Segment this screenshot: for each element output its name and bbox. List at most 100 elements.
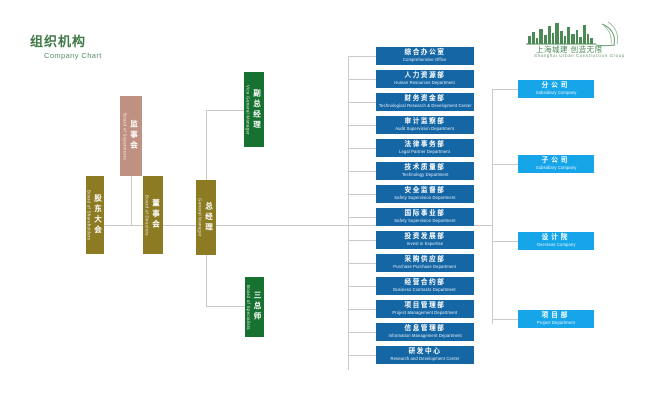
connector-gm-riser: [206, 110, 207, 226]
connector-department-stub: [348, 332, 376, 333]
skyline-icon: [526, 21, 618, 47]
connector-department-stub: [348, 217, 376, 218]
node-label-cn: 法律事务部: [404, 140, 446, 148]
connector-department-spine: [348, 57, 349, 370]
node-label-en: Audit Supervision Department: [395, 126, 455, 132]
connector-department-stub: [348, 125, 376, 126]
node-general-manager[interactable]: 总经理 General Manager: [196, 180, 216, 255]
connector-department-stub: [348, 148, 376, 149]
node-label-en: Safety Supervision Department: [394, 218, 456, 224]
connector-gm-down: [206, 225, 207, 306]
connector-department-stub: [348, 171, 376, 172]
node-label-en: Human Resources Department: [394, 80, 456, 86]
node-label-cn: 财务资金部: [404, 94, 446, 102]
connector-main-bus: [103, 225, 348, 226]
company-skyline-logo: 上海城建 创造无限 Shanghai Urban Construction Gr…: [520, 18, 640, 62]
node-label-en: Project Management Department: [392, 310, 458, 316]
node-label-cn: 安全监督部: [404, 186, 446, 194]
connector-department-stub: [348, 79, 376, 80]
node-label-cn: 信息管理部: [404, 324, 446, 332]
node-label-cn: 采购供应部: [404, 255, 446, 263]
connector-subsidiary-stub: [492, 89, 518, 90]
node-label-cn: 人力资源部: [404, 71, 446, 79]
node-label-cn: 副总经理: [252, 88, 262, 131]
node-label-cn: 股东大会: [93, 194, 103, 236]
connector-department-stub: [348, 263, 376, 264]
connector-subsidiary-stub: [492, 241, 518, 242]
node-label-en: Technology Department: [401, 172, 449, 178]
node-board-of-directors[interactable]: 董事会 Board of Directors: [143, 176, 163, 254]
connector-vice-gm: [206, 110, 246, 111]
connector-subsidiary-spine: [492, 89, 493, 324]
node-three-chief-engineers[interactable]: 三总师 Board of Specialists: [245, 277, 264, 337]
node-label-cn: 综合办公室: [404, 48, 446, 56]
node-label-cn: 投资发展部: [404, 232, 446, 240]
connector-department-stub: [348, 240, 376, 241]
node-label-cn: 审计监察部: [404, 117, 446, 125]
node-label-en: Overseas Company: [536, 242, 576, 248]
node-label-cn: 设计院: [541, 233, 571, 241]
node-label-en: Board of Specialists: [246, 284, 251, 330]
node-board-of-supervisors[interactable]: 监事会 Board of Supervisors: [120, 96, 142, 176]
node-label-cn: 国际事业部: [404, 209, 446, 217]
page-title: 组织机构 Company Chart: [30, 34, 102, 60]
connector-department-stub: [348, 56, 376, 57]
node-label-cn: 技术质量部: [404, 163, 446, 171]
node-label-en: Comprehensive Office: [403, 57, 447, 63]
node-label-en: Subsidiary Company: [535, 90, 577, 96]
node-label-en: Project Department: [536, 320, 576, 326]
connector-department-stub: [348, 309, 376, 310]
node-label-cn: 董事会: [151, 199, 161, 231]
page-title-cn: 组织机构: [30, 34, 87, 49]
node-label-en: Legal Partner Department: [399, 149, 451, 155]
node-label-cn: 经营合约部: [404, 278, 446, 286]
node-label-en: Technological Research & Development Cen…: [378, 103, 472, 109]
node-label-cn: 监事会: [129, 120, 139, 152]
logo-tagline-cn: 上海城建 创造无限: [536, 45, 603, 54]
node-label-cn: 总经理: [204, 201, 214, 234]
connector-subsidiary-stub: [492, 164, 518, 165]
page-title-en: Company Chart: [44, 51, 102, 60]
connector-specialists: [206, 306, 246, 307]
node-label-en: Board of Supervisors: [122, 112, 128, 160]
node-vice-general-manager[interactable]: 副总经理 Vice General Manager: [244, 72, 264, 147]
node-label-en: Business Contracts Department: [393, 287, 457, 293]
logo-tagline-en: Shanghai Urban Construction Group: [534, 53, 625, 58]
node-label-en: Invest in Expertise: [406, 241, 444, 247]
node-label-cn: 项目管理部: [404, 301, 446, 309]
node-label-cn: 研发中心: [408, 347, 442, 355]
node-label-en: General Manager: [197, 198, 203, 237]
node-label-cn: 子公司: [541, 156, 571, 164]
connector-department-stub: [348, 194, 376, 195]
node-label-en: Safety Supervision Department: [394, 195, 456, 201]
node-board-of-shareholders[interactable]: 股东大会 Board of Shareholders: [86, 176, 104, 254]
node-label-en: Board of Shareholders: [86, 189, 92, 241]
connector-department-stub: [348, 286, 376, 287]
node-label-en: Board of Directors: [144, 194, 150, 236]
node-label-cn: 分公司: [541, 81, 571, 89]
node-label-cn: 三总师: [253, 291, 262, 323]
node-label-en: Research and Development Center: [390, 356, 460, 362]
connector-subsidiary-stub: [492, 319, 518, 320]
node-label-en: Purchase Purchase Department: [393, 264, 457, 270]
connector-department-stub: [348, 102, 376, 103]
connector-supervisors-down: [131, 176, 132, 226]
